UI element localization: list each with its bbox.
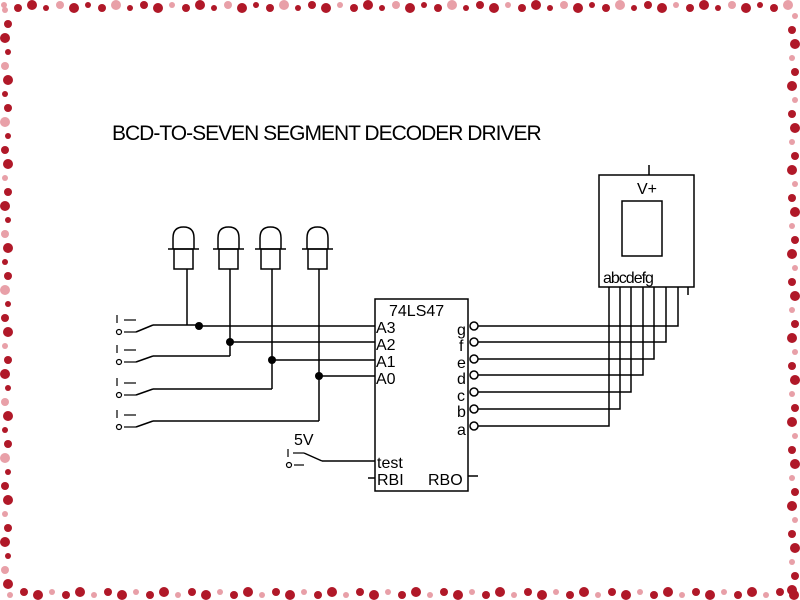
output-bubble [469,321,479,331]
rbi-pin-label: RBI [377,472,404,489]
digit-outline [621,200,663,257]
input-switch [115,410,319,431]
output-label-e: e [457,355,466,372]
input-switch [115,378,272,399]
test-switch: 5V [285,432,375,469]
input-wiring [186,269,375,421]
input-switch [115,345,230,366]
input-label-a3: A3 [376,320,396,337]
input-switch [115,315,199,336]
output-label-c: c [457,388,465,405]
output-label-b: b [457,404,466,421]
output-label-a: a [457,422,466,439]
led-icon [255,226,286,270]
output-label-g: g [457,322,466,339]
junction-dot [315,372,323,380]
output-bubble [469,370,479,380]
input-label-a1: A1 [376,354,396,371]
output-bubble [469,404,479,414]
chip-part-number: 74LS47 [389,303,444,320]
rbo-pin-label: RBO [428,472,463,489]
diagram-title: BCD-TO-SEVEN SEGMENT DECODER DRIVER [112,122,541,145]
led-indicators [168,226,333,270]
output-bubble [469,337,479,347]
junction-dot [195,322,203,330]
output-label-f: f [459,338,464,355]
output-bubble [469,387,479,397]
seven-segment-display: V+ abcdefg [598,165,695,288]
decoder-chip: 74LS47 A3 A2 A1 A0 g f e d c b a test RB… [368,298,478,492]
output-wiring [469,287,689,431]
input-switches [115,315,319,431]
output-bubble [469,354,479,364]
output-label-d: d [457,371,466,388]
power-label: 5V [294,432,314,449]
output-bubble [469,421,479,431]
supply-label: V+ [637,181,657,198]
input-label-a0: A0 [376,371,396,388]
led-icon [302,226,333,270]
led-icon [168,226,199,270]
input-label-a2: A2 [376,337,396,354]
test-pin-label: test [377,455,403,472]
led-icon [213,226,244,270]
junction-dot [226,338,234,346]
segment-pin-labels: abcdefg [603,270,653,287]
junction-dot [268,356,276,364]
